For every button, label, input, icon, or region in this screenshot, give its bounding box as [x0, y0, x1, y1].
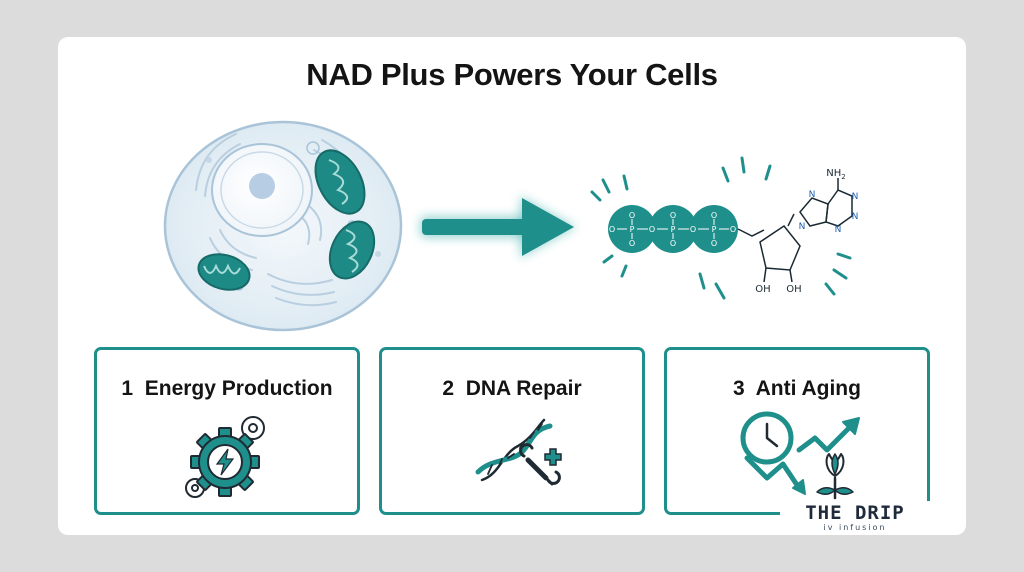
- amine-label: NH2: [826, 168, 845, 181]
- logo-name: THE DRIP: [805, 502, 905, 524]
- dna-wrench-icon: [475, 418, 562, 486]
- oxygen-label: O: [711, 239, 717, 248]
- clock-growth-flower-icon: [740, 411, 860, 500]
- oxygen-label: O: [670, 211, 676, 220]
- nitrogen-label: N: [799, 222, 806, 232]
- oxygen-label: O: [649, 225, 655, 234]
- benefit-label: 3 Anti Aging: [733, 377, 861, 400]
- benefit-card-energy: 1 Energy Production: [94, 347, 360, 515]
- oxygen-label: O: [609, 225, 615, 234]
- arrow-right-icon: [420, 196, 576, 258]
- page-title: NAD Plus Powers Your Cells: [306, 57, 718, 92]
- nitrogen-label: N: [852, 192, 859, 202]
- oxygen-label: O: [711, 211, 717, 220]
- mitochondrion-icon: [314, 149, 366, 215]
- nitrogen-label: N: [852, 212, 859, 222]
- nad-molecule-illustration: O P O O O P O O O P O O O: [590, 156, 859, 300]
- oxygen-label: O: [670, 239, 676, 248]
- nitrogen-label: N: [809, 190, 816, 200]
- phosphate-label: P: [712, 225, 717, 234]
- oxygen-label: O: [629, 239, 635, 248]
- oxygen-label: O: [629, 211, 635, 220]
- logo-tagline: iv infusion: [823, 523, 887, 532]
- phosphate-label: P: [671, 225, 676, 234]
- hydroxyl-label: OH: [786, 284, 801, 295]
- mitochondrion-icon: [328, 220, 376, 280]
- oxygen-label: O: [690, 225, 696, 234]
- glow-burst: [590, 156, 852, 300]
- brand-logo: THE DRIP iv infusion: [780, 501, 930, 535]
- benefit-label: 2 DNA Repair: [442, 377, 582, 400]
- benefit-card-aging: 3 Anti Aging: [664, 347, 930, 515]
- benefit-label: 1 Energy Production: [121, 377, 333, 400]
- phosphate-label: P: [630, 225, 635, 234]
- hydroxyl-label: OH: [755, 284, 770, 295]
- benefit-card-dna: 2 DNA Repair: [379, 347, 645, 515]
- oxygen-label: O: [730, 225, 736, 234]
- mitochondrion-icon: [197, 253, 251, 291]
- cell-illustration: [163, 120, 403, 332]
- gear-lightning-icon: [185, 416, 265, 498]
- nitrogen-label: N: [835, 225, 842, 235]
